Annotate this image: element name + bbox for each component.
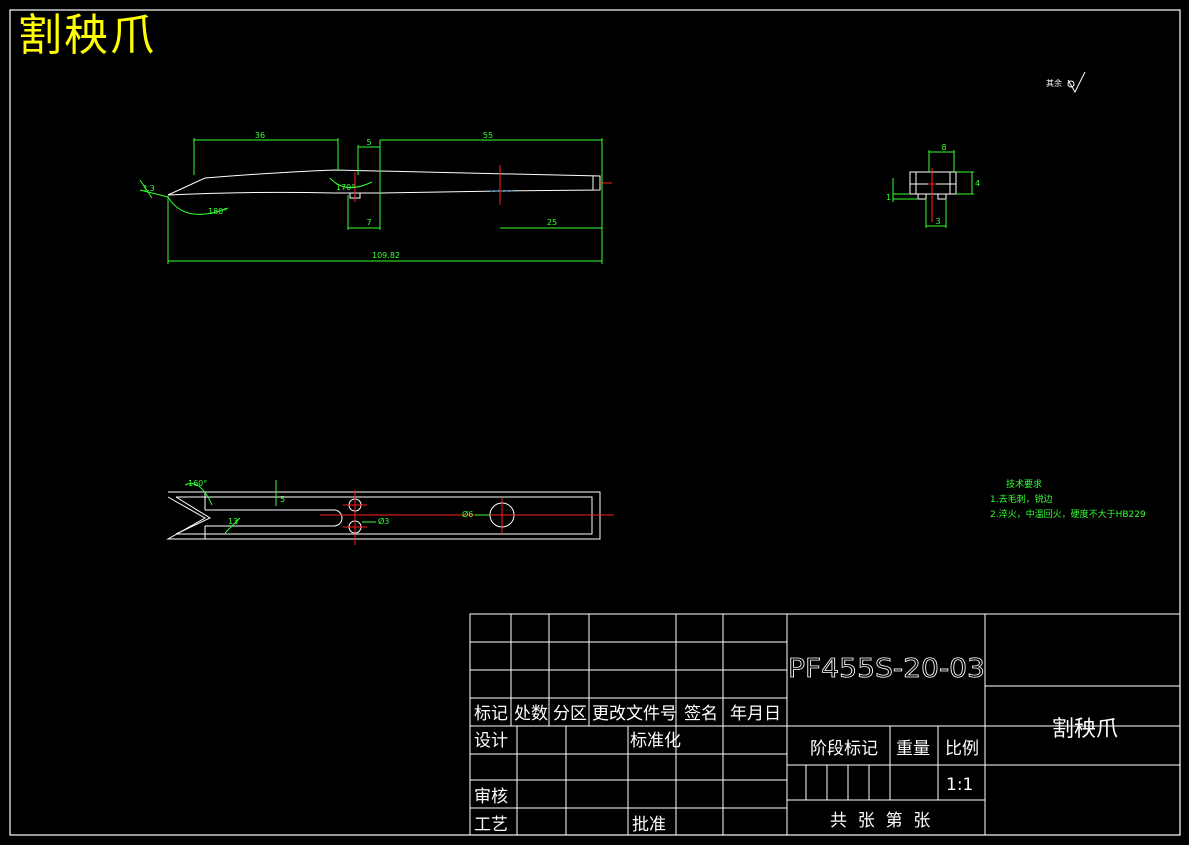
dim-5: 5 [366,138,371,147]
leader [139,189,169,198]
top-view-dim-text: 160° 5 13 Ø3 Ø6 [188,479,473,526]
title-block-text: 标记 处数 分区 更改文件号 签名 年月日 设计 标准化 审核 工艺 批准 阶段… [474,654,1118,835]
top-view-slot [205,509,343,527]
leader [139,179,153,199]
angle-arc [184,483,213,506]
dim-25: 25 [547,218,557,227]
roughness-symbol [1067,71,1086,94]
tb-stage-mark: 阶段标记 [810,739,878,759]
top-view-outline [166,491,601,540]
dim-36: 36 [255,131,265,140]
dim-phi6: Ø6 [462,509,473,519]
tb-weight: 重量 [896,739,930,759]
dim-13: 13 [228,517,238,526]
tb-header-mark: 标记 [474,704,508,724]
tb-scale-label: 比例 [945,739,979,759]
front-view-dim-text: 36 5 55 7 25 109.82 3.3 180° 170° [142,131,557,260]
angle-170: 170° [336,183,355,192]
drawing-title: 割秧爪 [18,10,156,61]
side-view-centerlines [928,168,936,222]
title-block [469,613,1181,836]
tb-drawing-number: PF455S-20-03 [788,654,985,684]
leader [224,517,241,534]
tb-header-date: 年月日 [730,704,781,724]
tb-approve: 批准 [632,815,666,835]
dim-3-3: 3.3 [142,184,155,193]
front-view [167,169,601,199]
dim-1: 1 [886,193,891,202]
tb-part-name: 割秧爪 [1052,717,1118,742]
side-view [909,171,957,200]
top-view-inner [175,496,593,535]
top-view-dimensions [184,480,490,534]
tb-process: 工艺 [474,815,508,835]
dim-55: 55 [483,131,493,140]
tb-review: 审核 [474,787,508,807]
roughness-circle [1067,80,1075,88]
roughness-label: 其余 [1046,79,1062,88]
tb-scale-value: 1:1 [946,775,973,795]
angle-160: 160° [188,479,207,488]
tb-header-signature: 签名 [684,704,718,724]
dim-8: 8 [941,143,946,152]
dim-5-top: 5 [280,495,285,504]
tech-requirements: 技术要求 1.去毛刺，锐边 2.淬火，中温回火，硬度不大于HB229 [990,478,1146,523]
tech-requirement-item: 1.去毛刺，锐边 [990,495,1053,505]
angle-arc [329,177,373,189]
tech-requirement-item: 2.淬火，中温回火，硬度不大于HB229 [990,510,1146,520]
dim-109-82: 109.82 [372,251,400,260]
dim-7: 7 [366,218,371,227]
side-view-body [909,171,957,195]
side-view-dimensions [892,150,974,228]
roughness-check [1067,71,1086,94]
tb-standardize: 标准化 [630,731,681,751]
side-view-dim-text: 8 4 1 3 [886,143,980,226]
dim-phi3: Ø3 [378,516,389,526]
front-view-dimensions [139,138,603,264]
front-view-outline [167,169,601,196]
tb-header-zone: 分区 [553,704,587,724]
side-view-tab [917,193,927,200]
angle-arc [167,196,229,215]
dim-3: 3 [935,217,940,226]
angle-180: 180° [208,207,227,216]
side-view-tab [937,193,947,200]
tb-header-count: 处数 [514,704,548,724]
dim-4: 4 [975,179,980,188]
tb-design: 设计 [474,731,508,751]
tb-sheets: 共 张 第 张 [830,811,930,831]
tech-requirements-heading: 技术要求 [1006,480,1043,490]
title-block-frame [469,613,1181,836]
tb-header-change-doc: 更改文件号 [592,704,677,724]
top-view-centerlines [320,490,614,545]
